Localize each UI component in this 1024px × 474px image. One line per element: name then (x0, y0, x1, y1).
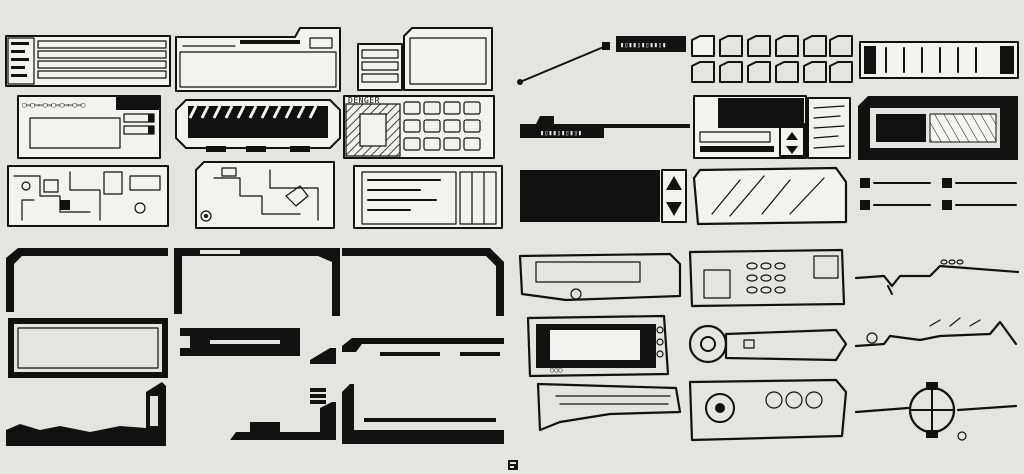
sketch-keypad-panel (688, 248, 846, 308)
frame-corner-bottom-dark (342, 384, 504, 444)
frame-corner-b (174, 248, 340, 316)
legend-blocks (860, 178, 1017, 210)
panel-circuit-board (7, 165, 169, 227)
sketch-terrain-line (854, 259, 1020, 295)
arrow-up-icon (666, 176, 682, 190)
panel-media-controls (693, 95, 807, 159)
panel-header-frame (175, 27, 341, 92)
sketch-blade-panel (536, 382, 682, 432)
svg-text:▮▯▮▮▯▮▯▮▯▮: ▮▯▮▮▯▮▯▮▯▮ (540, 129, 582, 137)
sketch-magnifier-slider (688, 324, 848, 364)
arrow-down-icon (666, 202, 682, 216)
panel-hatched-glass (692, 166, 848, 226)
sheet-logo-icon (508, 460, 518, 470)
battery-bar (859, 41, 1019, 79)
button-grid (403, 101, 481, 151)
callout-line: ▮▯▮▮▯▮▯▮▮▯▮ (517, 36, 686, 85)
sketch-screen-dark-frame: ○○○ (526, 314, 670, 378)
panel-stacked-windows (357, 27, 493, 91)
frame-skyline-dark (6, 382, 166, 446)
svg-text:○○○: ○○○ (550, 366, 563, 374)
svg-text:▢▭▢▭▭▢▭▢▭▢▭▭▢▭▢: ▢▭▢▭▭▢▭▢▭▢▭▭▢▭▢ (22, 101, 85, 109)
frame-bars-dark (180, 328, 336, 364)
frame-stairs-dark (176, 388, 336, 440)
panel-window-titlebar: ▢▭▢▭▭▢▭▢▭▢▭▭▢▭▢ (17, 95, 161, 159)
frame-corner-a (6, 248, 168, 312)
callout-bar-dark: ▮▯▮▮▯▮▯▮▯▮ (520, 116, 690, 138)
panel-danger-grid: DENGER (343, 95, 495, 159)
panel-dark-display (858, 96, 1018, 160)
panel-striped-bar (175, 99, 341, 152)
sketch-dials-panel (688, 378, 848, 442)
panel-scroll-dark (520, 169, 687, 223)
frame-corner-c (342, 248, 504, 316)
keypad-dots (746, 262, 786, 294)
danger-label: DENGER (348, 96, 380, 105)
panel-text-lines (807, 97, 851, 159)
panel-list-bars (5, 35, 171, 87)
sketch-input-bar (518, 252, 682, 302)
sketch-target-reticle (854, 382, 1018, 441)
panel-list-columns (353, 165, 503, 229)
svg-text:▮▯▮▮▯▮▯▮▮▯▮: ▮▯▮▮▯▮▯▮▮▯▮ (620, 41, 666, 49)
sketch-ridge-line (854, 317, 1018, 348)
panel-circuit-sketch (195, 161, 335, 229)
tile-grid (691, 35, 853, 83)
frame-window-dark (8, 318, 168, 378)
frame-ledge-dark (342, 338, 504, 356)
